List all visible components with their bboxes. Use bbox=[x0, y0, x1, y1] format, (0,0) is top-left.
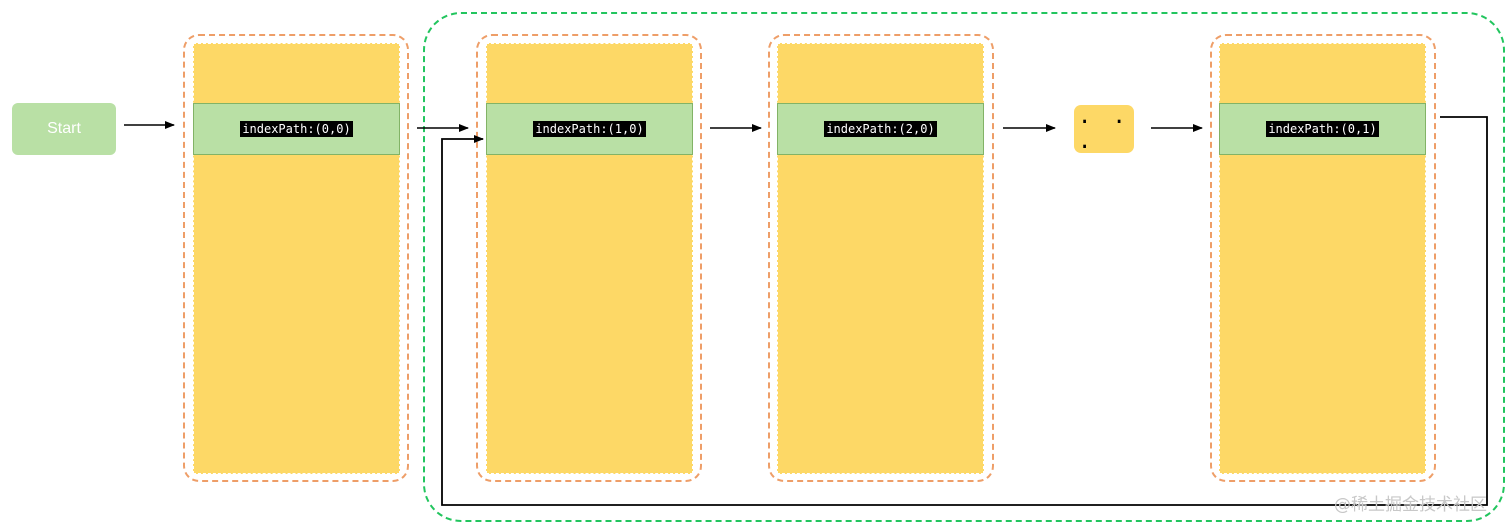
cell-group-1 bbox=[476, 34, 702, 482]
watermark-text: @稀土掘金技术社区 bbox=[1334, 495, 1487, 515]
ellipsis-node: . . . bbox=[1074, 104, 1134, 154]
cell-2-index-row: indexPath:(2,0) bbox=[777, 103, 984, 155]
cell-0-index-label: indexPath:(0,0) bbox=[240, 121, 353, 137]
cell-3-index-label: indexPath:(0,1) bbox=[1266, 121, 1379, 137]
arrow-cell-3-loop-back-to-cell-1 bbox=[441, 116, 1488, 506]
watermark: @稀土掘金技术社区 bbox=[1334, 490, 1487, 515]
ellipsis-label: . . . bbox=[1078, 104, 1130, 154]
reuse-group-outline bbox=[423, 12, 1505, 522]
cell-3-index-row: indexPath:(0,1) bbox=[1219, 103, 1426, 155]
cell-2-index-label: indexPath:(2,0) bbox=[824, 121, 937, 137]
cell-1-index-row: indexPath:(1,0) bbox=[486, 103, 693, 155]
cell-group-0 bbox=[183, 34, 409, 482]
cell-group-3 bbox=[1210, 34, 1436, 482]
start-node: Start bbox=[12, 103, 116, 155]
cell-group-2 bbox=[768, 34, 994, 482]
cell-1-index-label: indexPath:(1,0) bbox=[533, 121, 646, 137]
start-label: Start bbox=[47, 120, 81, 137]
cell-0-index-row: indexPath:(0,0) bbox=[193, 103, 400, 155]
